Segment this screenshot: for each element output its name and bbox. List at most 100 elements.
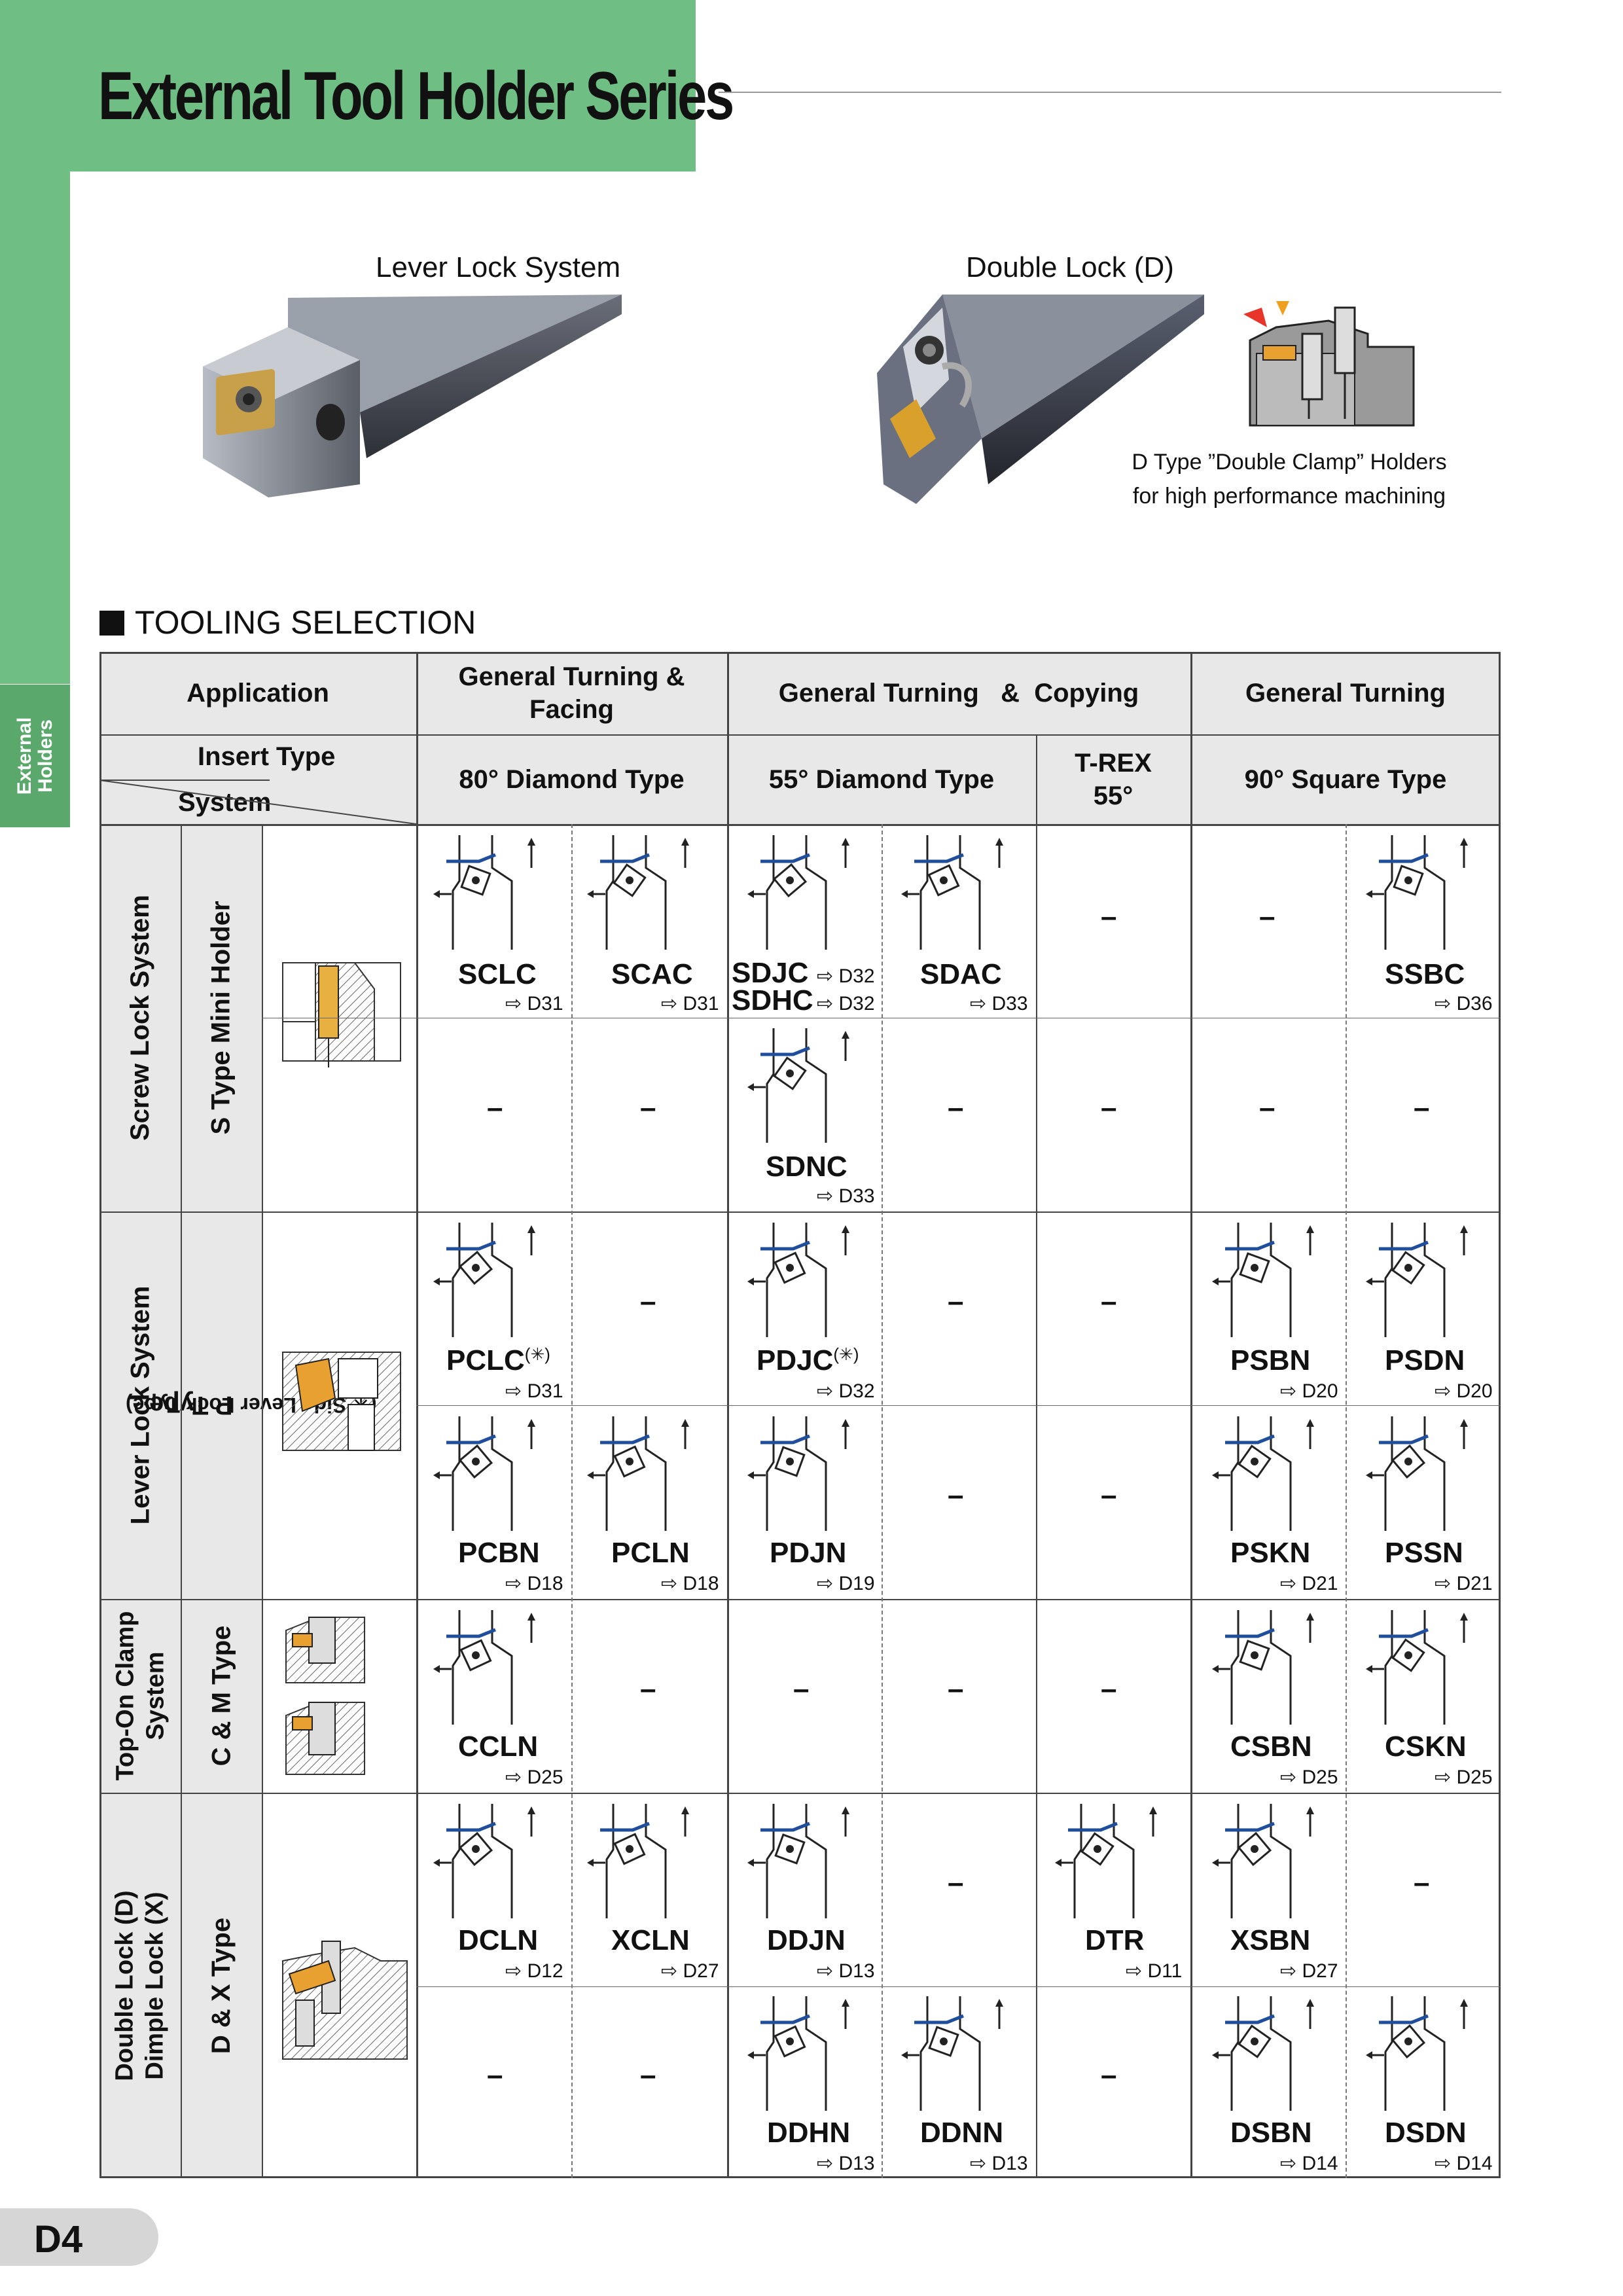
dash-r2-e: –: [1259, 1092, 1275, 1124]
ref-sdac[interactable]: ⇨ D33: [970, 993, 1028, 1014]
double-clamp-diagram: [1243, 301, 1415, 427]
ref-ddhn[interactable]: ⇨ D13: [817, 2153, 875, 2174]
code-dsdn[interactable]: DSDN: [1385, 2117, 1467, 2149]
header-rule: [719, 92, 1501, 93]
code-pcln[interactable]: PCLN: [611, 1537, 690, 1569]
code-sdac[interactable]: SDAC: [920, 958, 1002, 990]
header-diagonal: [99, 780, 416, 824]
dash-r4-a: –: [948, 1479, 964, 1511]
dash-r3-c: –: [1101, 1285, 1117, 1318]
type-column: [181, 824, 262, 2178]
code-psbn[interactable]: PSBN: [1230, 1344, 1311, 1376]
tool-icon-psdn: [1366, 1223, 1468, 1337]
ref-ssbc[interactable]: ⇨ D36: [1435, 993, 1493, 1014]
code-dcln[interactable]: DCLN: [458, 1924, 539, 1956]
code-dsbn[interactable]: DSBN: [1230, 2117, 1312, 2149]
code-dtr[interactable]: DTR: [1085, 1924, 1145, 1956]
ref-ddnn[interactable]: ⇨ D13: [970, 2153, 1028, 2174]
header-band: [0, 0, 696, 171]
dash-r2-c: –: [948, 1092, 964, 1124]
code-pclc[interactable]: PCLC(✳): [446, 1344, 550, 1376]
dash-r5-d: –: [1101, 1673, 1117, 1705]
ref-pskn[interactable]: ⇨ D21: [1280, 1573, 1338, 1594]
tool-icon-sclc: [433, 835, 535, 950]
code-scac[interactable]: SCAC: [611, 958, 693, 990]
ref-dsdn[interactable]: ⇨ D14: [1435, 2153, 1493, 2174]
dash-r6-a: –: [948, 1867, 964, 1899]
ref-xsbn[interactable]: ⇨ D27: [1280, 1960, 1338, 1982]
ref-pdjc[interactable]: ⇨ D32: [817, 1380, 875, 1402]
code-ddhn[interactable]: DDHN: [767, 2117, 851, 2149]
ref-pcbn[interactable]: ⇨ D18: [505, 1573, 563, 1594]
code-pdjc[interactable]: PDJC(✳): [757, 1344, 859, 1376]
double-lock-photo: [877, 295, 1204, 504]
type-d-x: D & X Type: [207, 1917, 236, 2054]
code-ddjn[interactable]: DDJN: [767, 1924, 846, 1956]
code-pssn[interactable]: PSSN: [1385, 1537, 1463, 1569]
double-lock-diagram: [282, 1941, 408, 2060]
ref-pssn[interactable]: ⇨ D21: [1435, 1573, 1493, 1594]
type-p: P Type(✳ Side Lever Lock Type): [126, 1211, 377, 1599]
double-clamp-note: D Type ”Double Clamp” Holders for high p…: [1119, 445, 1459, 513]
dash-r5-b: –: [793, 1673, 810, 1705]
code-sdjc[interactable]: SDJC: [732, 957, 809, 989]
ref-csbn[interactable]: ⇨ D25: [1280, 1767, 1338, 1788]
code-sclc[interactable]: SCLC: [458, 958, 537, 990]
header-insert-55-diamond: 55° Diamond Type: [727, 734, 1036, 824]
tooling-selection-table: Application Insert Type System General T…: [99, 652, 1501, 2178]
code-pcbn[interactable]: PCBN: [458, 1537, 540, 1569]
code-ddnn[interactable]: DDNN: [920, 2117, 1004, 2149]
ref-scac[interactable]: ⇨ D31: [661, 993, 719, 1014]
ref-ddjn[interactable]: ⇨ D13: [817, 1960, 875, 1982]
ref-cskn[interactable]: ⇨ D25: [1435, 1767, 1493, 1788]
dash-r5-c: –: [948, 1673, 964, 1705]
tool-icon-sdjc: [747, 835, 849, 950]
tool-icon-ddjn: [747, 1804, 849, 1918]
section-tab-label: External Holders: [13, 717, 56, 795]
code-ssbc[interactable]: SSBC: [1385, 958, 1465, 990]
ref-dcln[interactable]: ⇨ D12: [505, 1960, 563, 1982]
tool-icon-sdnc: [747, 1028, 849, 1143]
tool-icon-sdac: [901, 835, 1003, 950]
ref-dtr[interactable]: ⇨ D11: [1126, 1960, 1183, 1982]
ref-pclc[interactable]: ⇨ D31: [505, 1380, 563, 1402]
ref-sdhc[interactable]: ⇨ D32: [817, 993, 875, 1014]
system-double-dimple-lock: Double Lock (D) Dimple Lock (X): [111, 1890, 169, 2081]
section-tab[interactable]: External Holders: [0, 685, 70, 827]
code-xsbn[interactable]: XSBN: [1230, 1924, 1311, 1956]
ref-sdnc[interactable]: ⇨ D33: [817, 1185, 875, 1207]
ref-sclc[interactable]: ⇨ D31: [505, 993, 563, 1014]
tool-icon-pcbn: [433, 1416, 535, 1531]
ref-sdjc[interactable]: ⇨ D32: [817, 965, 875, 987]
dash-r2-b: –: [640, 1092, 656, 1124]
code-ccln[interactable]: CCLN: [458, 1731, 539, 1763]
ref-dsbn[interactable]: ⇨ D14: [1280, 2153, 1338, 2174]
tool-icon-pdjc: [747, 1223, 849, 1337]
ref-psdn[interactable]: ⇨ D20: [1435, 1380, 1493, 1402]
dash-r2-a: –: [487, 1092, 503, 1124]
tool-icon-psbn: [1212, 1223, 1314, 1337]
code-sdnc[interactable]: SDNC: [766, 1151, 847, 1183]
tool-icon-csbn: [1212, 1610, 1314, 1725]
ref-pcln[interactable]: ⇨ D18: [661, 1573, 719, 1594]
tool-icon-ssbc: [1366, 835, 1468, 950]
ref-xcln[interactable]: ⇨ D27: [661, 1960, 719, 1982]
ref-ccln[interactable]: ⇨ D25: [505, 1767, 563, 1788]
ref-pdjn[interactable]: ⇨ D19: [817, 1573, 875, 1594]
code-sdhc[interactable]: SDHC: [732, 984, 813, 1016]
page-number-tab: D4: [0, 2208, 158, 2266]
code-csbn[interactable]: CSBN: [1230, 1731, 1312, 1763]
code-pdjn[interactable]: PDJN: [770, 1537, 847, 1569]
code-psdn[interactable]: PSDN: [1385, 1344, 1465, 1376]
top-on-clamp-diagram: [285, 1617, 365, 1775]
page-title: External Tool Holder Series: [98, 58, 734, 134]
code-pskn[interactable]: PSKN: [1230, 1537, 1311, 1569]
code-xcln[interactable]: XCLN: [611, 1924, 690, 1956]
code-cskn[interactable]: CSKN: [1385, 1731, 1467, 1763]
header-insert-trex: T-REX 55°: [1036, 734, 1190, 824]
section-title: TOOLING SELECTION: [135, 604, 476, 641]
ref-psbn[interactable]: ⇨ D20: [1280, 1380, 1338, 1402]
page-number: D4: [34, 2218, 83, 2261]
tool-icon-pclc: [433, 1223, 535, 1337]
dash-r4-b: –: [1101, 1479, 1117, 1511]
